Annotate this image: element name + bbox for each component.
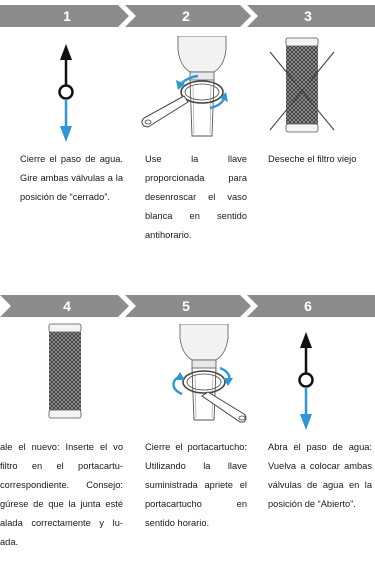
step-1-text: Cierre el paso de agua. Gire ambas válvu… <box>20 154 123 202</box>
step-number-4: 4 <box>63 298 71 314</box>
step-4-text: ale el nuevo: Inserte el vo filtro en el… <box>0 442 123 547</box>
wrench-housing-icon <box>172 324 247 423</box>
step-number-5: 5 <box>182 298 190 314</box>
step-5-text: Cierre el portacartucho: Utilizando la l… <box>145 442 247 528</box>
step-number-2: 2 <box>182 8 190 24</box>
new-filter-icon <box>48 323 82 419</box>
step-2-text: Use la llave proporcionada para desenros… <box>145 154 247 240</box>
step-number-3: 3 <box>304 8 312 24</box>
wrench-housing-icon <box>141 36 228 137</box>
step-3-text: Deseche el filtro viejo <box>268 154 357 164</box>
step-banner-row-2: 4 5 6 <box>0 295 375 317</box>
step-number-1: 1 <box>63 8 71 24</box>
step-number-6: 6 <box>304 298 312 314</box>
crossed-filter-icon <box>269 37 335 133</box>
valve-close-icon <box>58 44 74 142</box>
valve-open-icon <box>298 332 314 430</box>
step-6-text: Abra el paso de agua: Vuelva a colocar a… <box>268 442 372 509</box>
step-banner-row-1: 1 2 3 <box>0 5 375 27</box>
